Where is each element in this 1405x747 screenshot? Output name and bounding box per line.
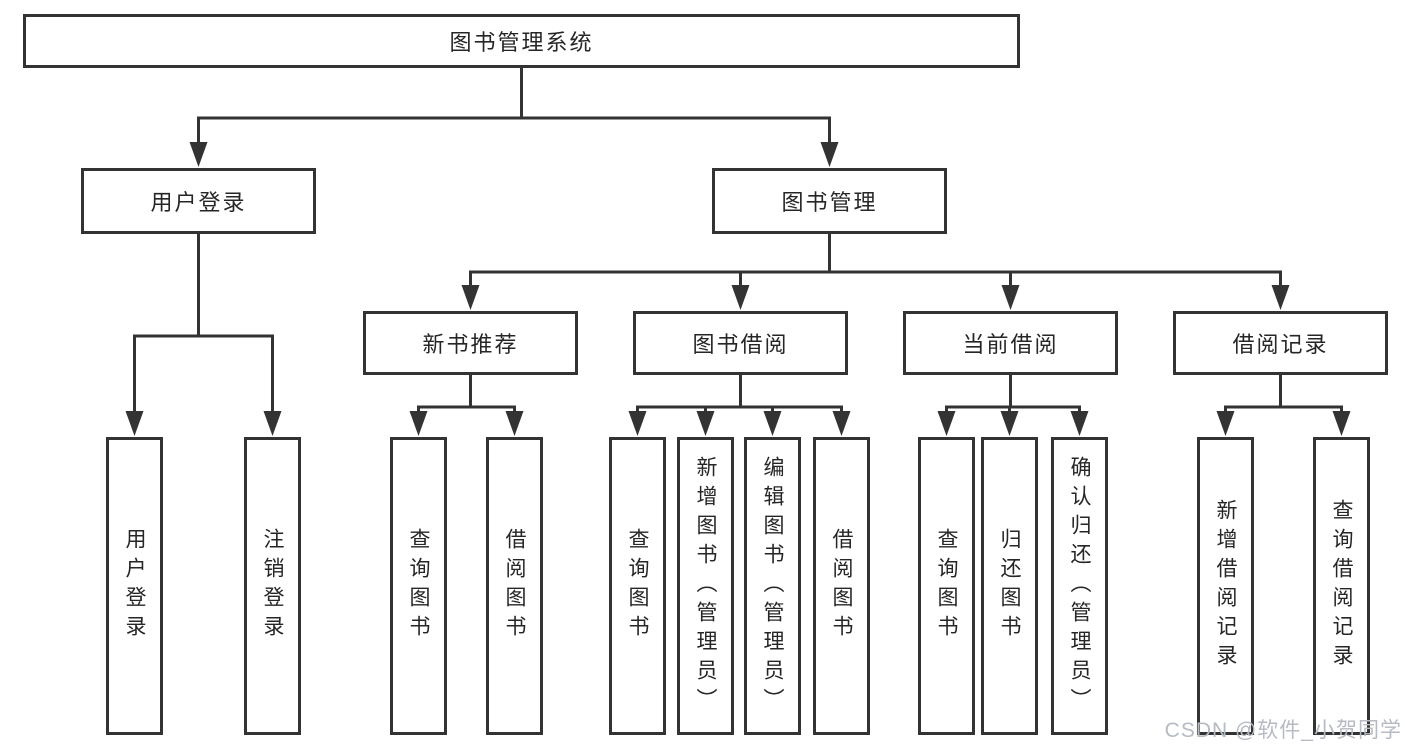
leaf-add-books-admin: 新增图书（管理员） [677,437,734,735]
node-label: 新增图书（管理员） [694,455,717,717]
leaf-query-books-current: 查询图书 [918,437,975,735]
node-label: 确认归还（管理员） [1068,455,1091,717]
csdn-watermark: CSDN @软件_小贺同学 [1164,719,1402,742]
node-label: 查询图书 [935,528,958,644]
node-label: 注销登录 [261,528,284,644]
node-book-borrowing: 图书借阅 [633,311,848,375]
node-label: 编辑图书（管理员） [761,455,784,717]
node-label: 当前借阅 [962,332,1059,357]
node-label: 查询图书 [407,528,430,644]
node-user-login: 用户登录 [81,168,316,234]
node-label: 归还图书 [998,528,1021,644]
node-label: 用户登录 [150,190,247,215]
node-label: 借阅记录 [1232,332,1329,357]
leaf-borrow-books: 借阅图书 [813,437,870,735]
node-label: 借阅图书 [830,528,853,644]
arrowheads [125,142,1351,436]
node-label: 图书管理 [781,190,878,215]
leaf-edit-books-admin: 编辑图书（管理员） [744,437,801,735]
leaf-borrow-books-recommend: 借阅图书 [486,437,543,735]
node-new-book-recommend: 新书推荐 [363,311,578,375]
node-label: 借阅图书 [503,528,526,644]
leaf-query-books-borrowing: 查询图书 [609,437,666,735]
node-label: 用户登录 [123,528,146,644]
node-book-management: 图书管理 [712,168,947,234]
leaf-query-borrow-record: 查询借阅记录 [1313,437,1370,735]
leaf-add-borrow-record: 新增借阅记录 [1197,437,1254,735]
leaf-confirm-return-admin: 确认归还（管理员） [1051,437,1108,735]
node-label: 图书管理系统 [449,30,594,55]
node-library-management-system: 图书管理系统 [23,14,1020,68]
node-label: 查询图书 [626,528,649,644]
node-current-borrowing: 当前借阅 [903,311,1118,375]
leaf-user-login: 用户登录 [106,437,163,735]
node-label: 查询借阅记录 [1330,499,1353,673]
leaf-query-books-recommend: 查询图书 [390,437,447,735]
node-borrowing-records: 借阅记录 [1173,311,1388,375]
node-label: 图书借阅 [692,332,789,357]
leaf-return-books: 归还图书 [981,437,1038,735]
leaf-logout: 注销登录 [244,437,301,735]
node-label: 新增借阅记录 [1214,499,1237,673]
node-label: 新书推荐 [422,332,519,357]
